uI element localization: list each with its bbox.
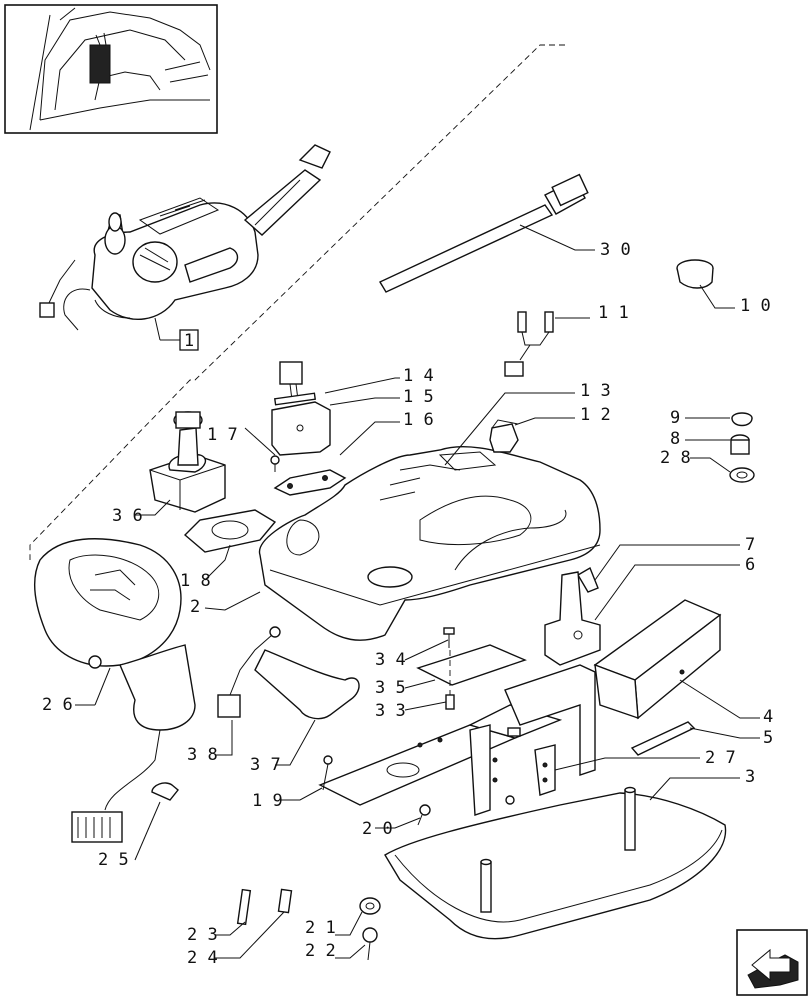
part-7-lever-knob [577,566,599,593]
part-22-bolt [362,927,378,961]
callout-15: 1 5 [403,387,434,407]
callout-33: 3 3 [375,701,406,721]
location-inset [4,4,218,134]
callout-22: 2 2 [305,941,336,961]
callout-9: 9 [670,408,680,428]
part-37-hose [254,649,360,720]
callout-13: 1 3 [580,381,611,401]
callout-16: 1 6 [403,410,434,430]
part-33-spacer [445,694,455,710]
part-23-pin [236,888,252,926]
callout-18: 1 8 [180,571,211,591]
part-27-frame [318,664,596,816]
part-2-console-cover [259,446,601,641]
callout-12: 1 2 [580,405,611,425]
part-25-clip [151,782,179,801]
callout-37: 3 7 [250,755,281,775]
next-page-arrow-icon[interactable] [736,929,808,996]
callout-5: 5 [763,728,773,748]
part-30-cable-rod [379,173,589,293]
part-18-gasket [183,509,277,553]
callout-35: 3 5 [375,678,406,698]
armrest-assembly-1 [39,144,331,331]
part-9-cap [731,412,753,427]
part-6-lever [544,571,601,666]
callout-2: 2 [190,597,200,617]
callout-28: 2 8 [660,448,691,468]
callout-4: 4 [763,707,773,727]
callout-23: 2 3 [187,925,218,945]
reference-dashed-outline [29,44,565,560]
part-36-joystick [149,411,226,513]
callout-14: 1 4 [403,366,434,386]
part-5-strip [630,721,696,756]
callout-36: 3 6 [112,506,143,526]
part-8-nut [730,434,750,455]
callout-8: 8 [670,429,680,449]
callout-24: 2 4 [187,948,218,968]
part-21-washer [359,897,381,915]
callout-11: 1 1 [598,303,629,323]
part-24-pin [277,888,293,914]
part-38-connector [217,626,281,718]
callout-labels: 3 0 1 0 1 1 1 3 1 2 1 4 1 5 1 6 1 7 9 8 … [42,240,773,968]
part-26-grip [33,538,196,843]
callout-38: 3 8 [187,745,218,765]
callout-3: 3 [745,767,755,787]
callout-7: 7 [745,535,755,555]
part-28-washer [729,467,755,483]
ref-box-1 [179,329,199,351]
ref-box-1-label: 1 [184,331,194,351]
callout-30: 3 0 [600,240,631,260]
part-12-knob [489,419,519,453]
part-20-screw [417,804,431,826]
part-16-plate [273,469,347,496]
callout-21: 2 1 [305,918,336,938]
part-11-sensor-pair [504,311,554,377]
part-4-channel-bracket [593,599,722,720]
part-14-15-16-switch [271,361,331,456]
part-19-screw [322,755,333,791]
callout-10: 1 0 [740,296,771,316]
callout-25: 2 5 [98,850,129,870]
part-17-screw [270,455,280,472]
callout-27: 2 7 [705,748,736,768]
callout-26: 2 6 [42,695,73,715]
callout-6: 6 [745,555,755,575]
callout-34: 3 4 [375,650,406,670]
callout-20: 2 0 [362,819,393,839]
part-10-clamp [676,259,714,289]
part-34-screw [443,627,455,648]
callout-17: 1 7 [207,425,238,445]
callout-19: 1 9 [252,791,283,811]
part-3-tray [384,786,727,940]
